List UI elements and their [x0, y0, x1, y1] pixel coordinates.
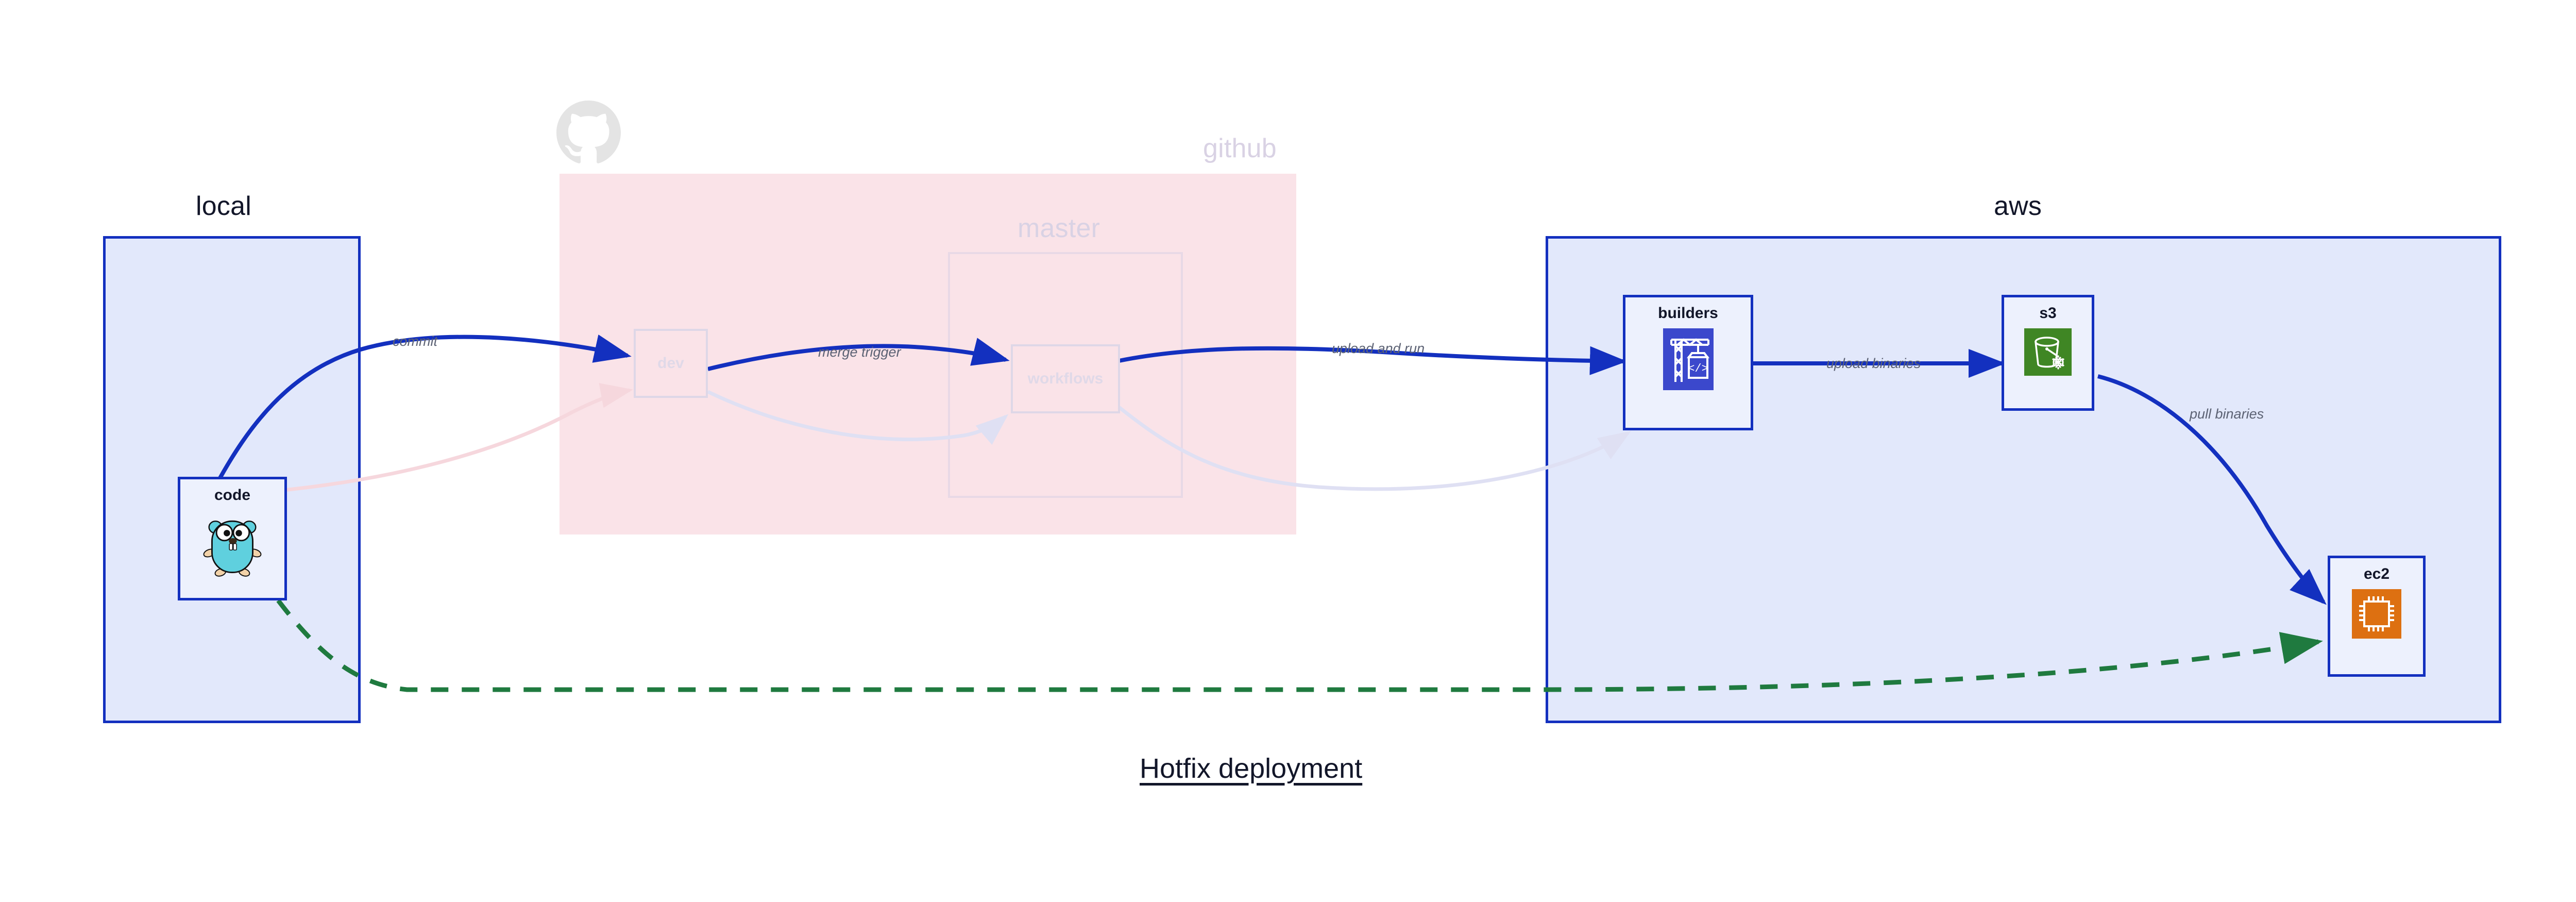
cluster-master	[948, 252, 1183, 498]
aws-codebuild-icon: </>	[1663, 328, 1714, 390]
node-ec2-label: ec2	[2363, 565, 2390, 582]
node-code-label: code	[214, 487, 251, 504]
node-workflows-label: workflows	[1027, 370, 1104, 387]
diagram-title: Hotfix deployment	[1140, 753, 1363, 784]
edge-label-merge-trigger: merge trigger	[818, 344, 901, 360]
edge-label-upload-and-run: upload and run	[1332, 341, 1425, 356]
cluster-local-title: local	[196, 191, 251, 221]
go-gopher-icon	[202, 510, 263, 580]
aws-ec2-chip-icon	[2352, 589, 2401, 639]
edge-label-commit: commit	[393, 333, 437, 349]
edge-label-pull-binaries: pull binaries	[2190, 406, 2264, 422]
aws-s3-glacier-icon	[2024, 328, 2072, 376]
node-builders[interactable]: builders	[1623, 295, 1753, 430]
svg-text:</>: </>	[1688, 362, 1708, 375]
node-s3[interactable]: s3	[2002, 295, 2094, 411]
node-dev[interactable]: dev	[634, 329, 708, 398]
node-code[interactable]: code	[178, 477, 287, 600]
cluster-github-title: github	[1203, 133, 1277, 163]
cluster-master-title: master	[1018, 213, 1100, 243]
edge-label-upload-binaries: upload binaries	[1826, 356, 1921, 371]
node-workflows[interactable]: workflows	[1011, 344, 1120, 413]
github-logo-icon	[556, 101, 621, 165]
cluster-aws-title: aws	[1994, 191, 2042, 221]
node-ec2[interactable]: ec2	[2328, 556, 2426, 677]
node-builders-label: builders	[1658, 305, 1718, 322]
node-dev-label: dev	[657, 355, 684, 372]
node-s3-label: s3	[2039, 305, 2057, 322]
